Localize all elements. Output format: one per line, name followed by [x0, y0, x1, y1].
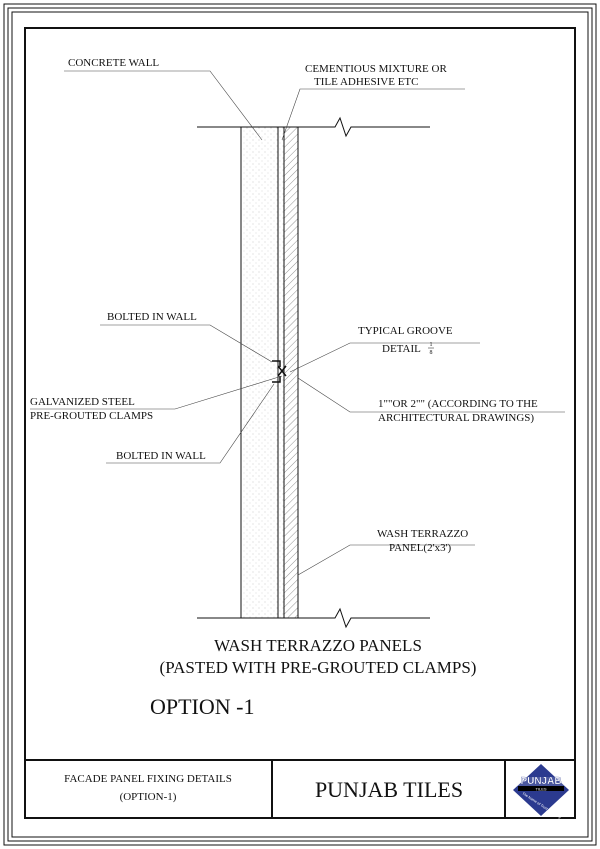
label-thickness-2: ARCHITECTURAL DRAWINGS) — [378, 412, 534, 424]
label-thickness-1: 1""OR 2"" (ACCORDING TO THE — [378, 398, 538, 410]
drawing-subtitle: (PASTED WITH PRE-GROUTED CLAMPS) — [160, 658, 477, 677]
label-concrete-wall: CONCRETE WALL — [68, 57, 159, 69]
option-label: OPTION -1 — [150, 694, 255, 719]
punjab-tiles-logo: PUNJAB TILES The Name of Trust & Quality — [513, 764, 569, 820]
label-groove-2: DETAIL — [382, 343, 421, 355]
clamp-icon — [272, 360, 287, 383]
drawing-title: WASH TERRAZZO PANELS — [214, 636, 422, 655]
groove-fraction-num: 1 — [430, 342, 433, 348]
title-block — [25, 759, 575, 818]
logo-name: PUNJAB — [520, 776, 561, 787]
sheet-border — [3, 3, 597, 846]
company-name: PUNJAB TILES — [315, 777, 463, 802]
terrazzo-panel — [283, 126, 299, 619]
break-lines — [197, 116, 430, 629]
title-block-name-1: FACADE PANEL FIXING DETAILS — [64, 773, 232, 785]
label-bolted-top: BOLTED IN WALL — [107, 311, 197, 323]
label-clamps-2: PRE-GROUTED CLAMPS — [30, 410, 153, 422]
label-clamps-1: GALVANIZED STEEL — [30, 396, 135, 408]
label-adhesive-2: TILE ADHESIVE ETC — [314, 76, 418, 88]
leader-lines — [30, 70, 565, 576]
groove-fraction-den: 8 — [430, 350, 433, 356]
label-adhesive-1: CEMENTIOUS MIXTURE OR — [305, 63, 447, 75]
label-groove-1: TYPICAL GROOVE — [358, 325, 453, 337]
label-bolted-bottom: BOLTED IN WALL — [116, 450, 206, 462]
title-block-name-2: (OPTION-1) — [120, 791, 177, 803]
label-panel-1: WASH TERRAZZO — [377, 528, 468, 540]
label-panel-2: PANEL(2'x3') — [389, 542, 452, 554]
wall-section — [197, 116, 430, 629]
concrete-wall — [240, 126, 279, 619]
logo-sub: TILES — [535, 787, 546, 792]
